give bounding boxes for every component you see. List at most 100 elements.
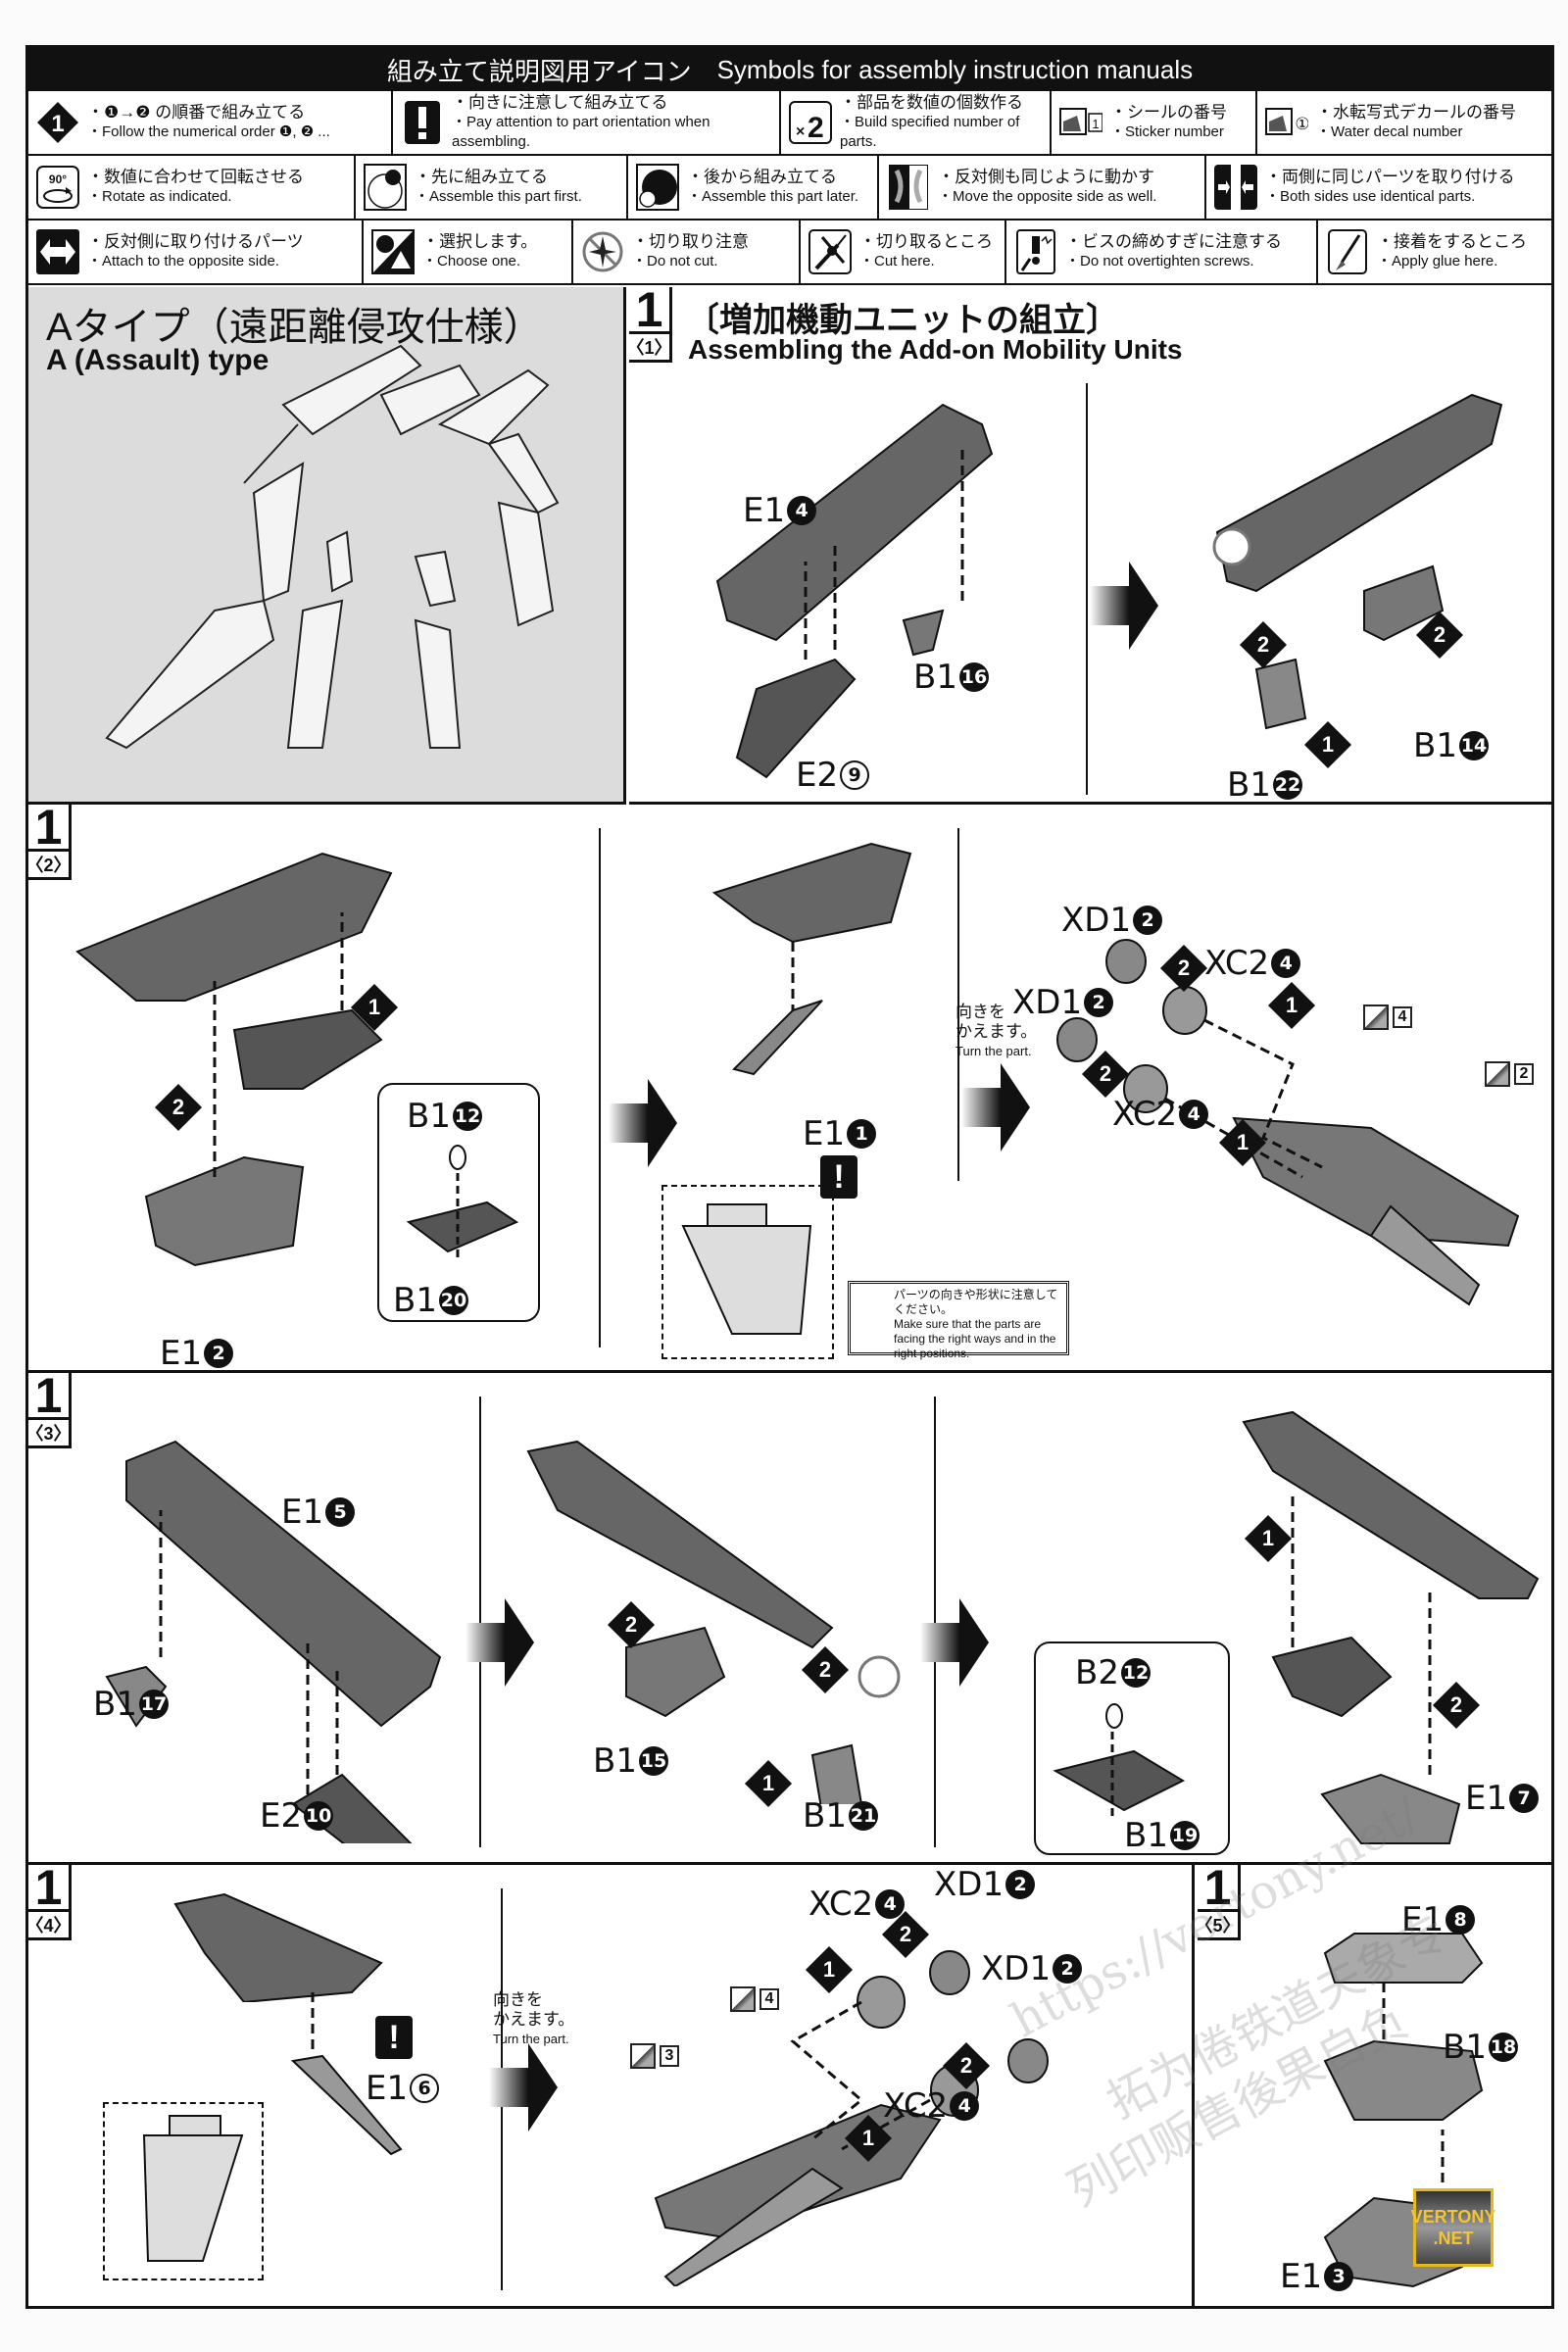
step-badge: 1 〈5〉: [1196, 1863, 1241, 1940]
step-divider: [957, 828, 959, 1181]
assault-type-illustration: [105, 344, 560, 750]
type-title-jp: Aタイプ（遠距離侵攻仕様）: [46, 306, 543, 349]
step-number: 1: [629, 285, 669, 334]
decal-number-badge: ①: [1295, 115, 1308, 133]
legend-item-rotate: 90° ・数値に合わせて回転させる・Rotate as indicated.: [28, 156, 356, 219]
order-diamond: 1: [1244, 1514, 1293, 1563]
order-diamond: 2: [1415, 611, 1464, 660]
turn-part-note: 向きを かえます。 Turn the part.: [493, 1990, 575, 2046]
type-preview-panel: Aタイプ（遠距離侵攻仕様） A (Assault) type: [28, 287, 626, 805]
legend-en: ・Cut here.: [859, 253, 935, 270]
e1-6-target-drawing: [173, 1892, 383, 2002]
caution-icon: !: [820, 1155, 858, 1199]
step-badge: 1 〈2〉: [26, 803, 72, 880]
legend-jp: ・❶→❷ の順番で組み立てる: [87, 103, 306, 122]
order-diamond: 2: [1432, 1681, 1481, 1730]
move-opposite-icon: [887, 165, 930, 210]
legend-jp: ・反対側に取り付けるパーツ: [87, 232, 304, 251]
legend-item-screws: ・ビスの締めすぎに注意する・Do not overtighten screws.: [1006, 220, 1318, 283]
legend-jp: ・部品を数値の個数作る: [840, 93, 1023, 112]
legend-jp: ・向きに注意して組み立てる: [452, 93, 668, 112]
b1-assembly-drawing: [1212, 393, 1503, 730]
cut-here-icon: [808, 229, 852, 274]
step-1-1-panel: 1 〈1〉 〔増加機動ユニットの組立〕 Assembling the Add-o…: [626, 285, 1551, 805]
rotate-degrees: 90°: [49, 172, 67, 186]
order-diamond: 1: [1267, 981, 1316, 1030]
legend-item-orientation: ・向きに注意して組み立てる・Pay attention to part orie…: [393, 91, 781, 154]
legend-en: ・Do not cut.: [632, 253, 718, 270]
legend-row: 90° ・数値に合わせて回転させる・Rotate as indicated. ・…: [28, 156, 1551, 220]
order-diamond: 2: [1239, 620, 1288, 669]
step-divider: [599, 828, 601, 1348]
legend-en: ・Assemble this part later.: [687, 188, 859, 205]
order-diamond: 1: [1218, 1118, 1267, 1167]
legend-item-water-decal: ① ・水転写式デカールの番号・Water decal number: [1257, 91, 1551, 154]
legend-en: ・Sticker number: [1110, 123, 1224, 140]
legend-jp: ・ビスの締めすぎに注意する: [1065, 232, 1282, 251]
order-diamond: 1: [350, 983, 399, 1032]
legend-row: ・反対側に取り付けるパーツ・Attach to the opposite sid…: [28, 220, 1551, 285]
legend-en: ・Move the opposite side as well.: [938, 188, 1157, 205]
next-step-arrow-icon: [961, 1063, 1030, 1152]
legend-title: 組み立て説明図用アイコン Symbols for assembly instru…: [28, 48, 1551, 91]
legend-title-en: Symbols for assembly instruction manuals: [716, 54, 1194, 84]
legend-item-both-sides: ・両側に同じパーツを取り付ける・Both sides use identical…: [1206, 156, 1551, 219]
orientation-notice: パーツの向きや形状に注意してください。 Make sure that the p…: [848, 1281, 1069, 1360]
rotate-icon: 90°: [36, 166, 79, 209]
legend-jp: ・後から組み立てる: [687, 168, 837, 186]
e1-1-detail-drawing: [681, 1203, 812, 1335]
order-diamond: 1: [844, 2114, 893, 2163]
next-step-arrow-icon: [489, 2043, 558, 2132]
e1-4-part-drawing: [715, 403, 994, 779]
legend-en: ・Build specified number of parts.: [840, 114, 1020, 150]
legend-item-glue: ・接着をするところ・Apply glue here.: [1318, 220, 1551, 283]
legend-jp: ・選択します。: [422, 232, 538, 251]
order-diamond: 2: [154, 1083, 203, 1132]
order-diamond: 1: [805, 1945, 854, 1994]
substep-number: 〈3〉: [25, 1424, 72, 1444]
legend-en: ・Pay attention to part orientation when …: [452, 114, 710, 150]
order-diamond: 2: [1081, 1050, 1130, 1099]
legend-item-multiply: ×2 ・部品を数値の個数作る・Build specified number of…: [781, 91, 1052, 154]
legend-item-order: 1 ・❶→❷ の順番で組み立てる・Follow the numerical or…: [28, 91, 393, 154]
legend-item-move-opposite: ・反対側も同じように動かす・Move the opposite side as …: [879, 156, 1206, 219]
step-divider: [479, 1396, 481, 1847]
choose-one-icon: [371, 229, 415, 274]
numbered-diamond-icon: 1: [36, 101, 79, 144]
b1-15-21-drawing: [526, 1440, 901, 1804]
legend-item-no-cut: ・切り取り注意・Do not cut.: [573, 220, 801, 283]
sticker-number-badge: 1: [1092, 117, 1099, 131]
legend-en: ・Do not overtighten screws.: [1065, 253, 1254, 270]
legend-grid: 1 ・❶→❷ の順番で組み立てる・Follow the numerical or…: [28, 91, 1551, 287]
substep-number: 〈1〉: [626, 338, 672, 358]
sticker-marker: 4: [1363, 1004, 1412, 1030]
step-badge: 1 〈3〉: [25, 1371, 72, 1448]
xd1-xc2-assembly-drawing: [1056, 939, 1520, 1306]
next-step-arrow-icon: [1090, 562, 1158, 650]
step2-left-drawing: [75, 852, 393, 1267]
e1-1-drawing: [711, 842, 912, 1076]
legend-item-cut-here: ・切り取るところ・Cut here.: [801, 220, 1006, 283]
water-decal-icon: ①: [1265, 101, 1308, 144]
legend-jp: ・水転写式デカールの番号: [1316, 103, 1516, 122]
legend-jp: ・シールの番号: [1110, 103, 1227, 122]
opposite-side-icon: [36, 229, 79, 274]
legend-jp: ・切り取り注意: [632, 232, 749, 251]
legend-row: 1 ・❶→❷ の順番で組み立てる・Follow the numerical or…: [28, 91, 1551, 156]
step-title-en: Assembling the Add-on Mobility Units: [688, 334, 1183, 365]
step-divider: [934, 1396, 936, 1847]
step-badge: 1 〈1〉: [626, 285, 672, 363]
